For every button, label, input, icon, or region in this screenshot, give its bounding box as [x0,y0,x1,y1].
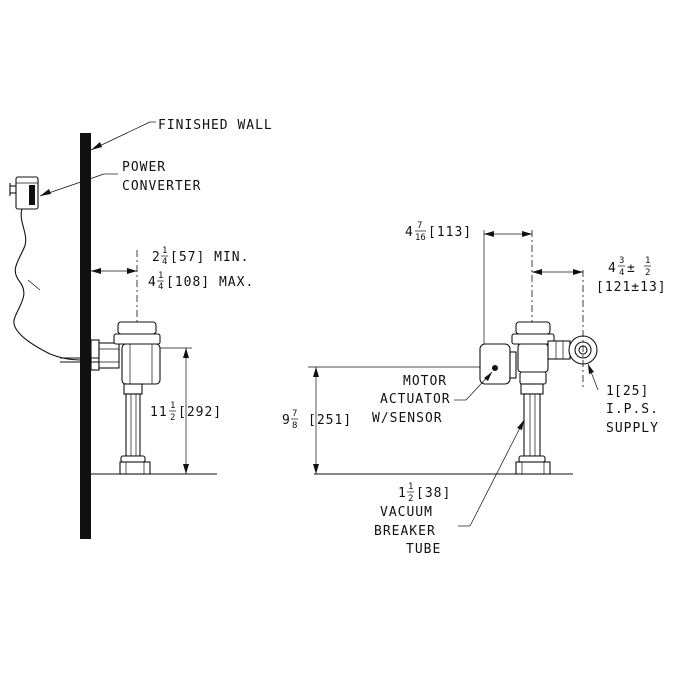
vacuum-tube-leader [458,419,525,527]
power-converter-leader [39,173,118,197]
flush-valve-front-view [479,321,598,475]
top-width-whole: 4 [405,225,414,240]
top-width-den: 16 [415,233,426,243]
min-max-dimension [91,250,138,322]
max-dim-whole: 4 [148,275,157,290]
right-height-den: 8 [292,421,297,431]
tube-whole: 1 [398,486,407,501]
finished-wall [80,133,91,539]
finished-wall-leader [90,121,156,151]
motor-label-1: MOTOR [403,374,447,389]
power-converter-icon [9,176,81,361]
min-dim-label: [57] MIN. [170,250,249,265]
right-height-num: 7 [292,409,297,419]
supply-offset-whole: 4 [608,261,617,276]
supply-offset-dimension [532,269,583,275]
tube-label-3: BREAKER [374,524,436,539]
supply-offset-num: 3 [619,256,624,266]
finished-wall-label: FINISHED WALL [158,118,273,133]
motor-actuator-leader [454,371,493,401]
supply-offset-den2: 2 [645,268,650,278]
supply-offset-den: 4 [619,268,624,278]
supply-label-3: SUPPLY [606,421,659,436]
min-dim-den: 4 [162,257,167,267]
left-height-dimension [160,347,192,474]
supply-label-2: I.P.S. [606,402,659,417]
supply-whole: 1 [606,384,615,399]
power-converter-label-1: POWER [122,160,166,175]
supply-label-1: [25] [614,384,649,399]
left-height-whole: 11 [150,405,168,420]
motor-label-3: W/SENSOR [372,411,443,426]
max-dim-den: 4 [158,282,163,292]
tube-num: 1 [408,482,413,492]
flush-valve-side-view [60,321,161,475]
max-dim-num: 1 [158,271,163,281]
left-height-label: [292] [178,405,222,420]
min-dim-whole: 2 [152,250,161,265]
top-width-num: 7 [417,221,422,231]
right-height-label: [251] [308,413,352,428]
left-height-num: 1 [170,401,175,411]
max-dim-label: [108] MAX. [166,275,254,290]
tube-den: 2 [408,494,413,504]
top-width-dimension [484,231,532,237]
supply-offset-num2: 1 [645,256,650,266]
tube-label-1: [38] [416,486,451,501]
top-width-label: [113] [428,225,472,240]
left-height-den: 2 [170,413,175,423]
right-height-whole: 9 [282,413,291,428]
min-dim-num: 1 [162,246,167,256]
tube-label-2: VACUUM [380,505,433,520]
supply-offset-label: [121±13] [596,280,667,295]
tube-label-4: TUBE [406,542,441,557]
right-height-dimension [308,366,480,474]
power-converter-label-2: CONVERTER [122,179,201,194]
supply-leader [587,363,599,391]
motor-label-2: ACTUATOR [380,392,451,407]
supply-offset-pm: ± [627,261,636,276]
